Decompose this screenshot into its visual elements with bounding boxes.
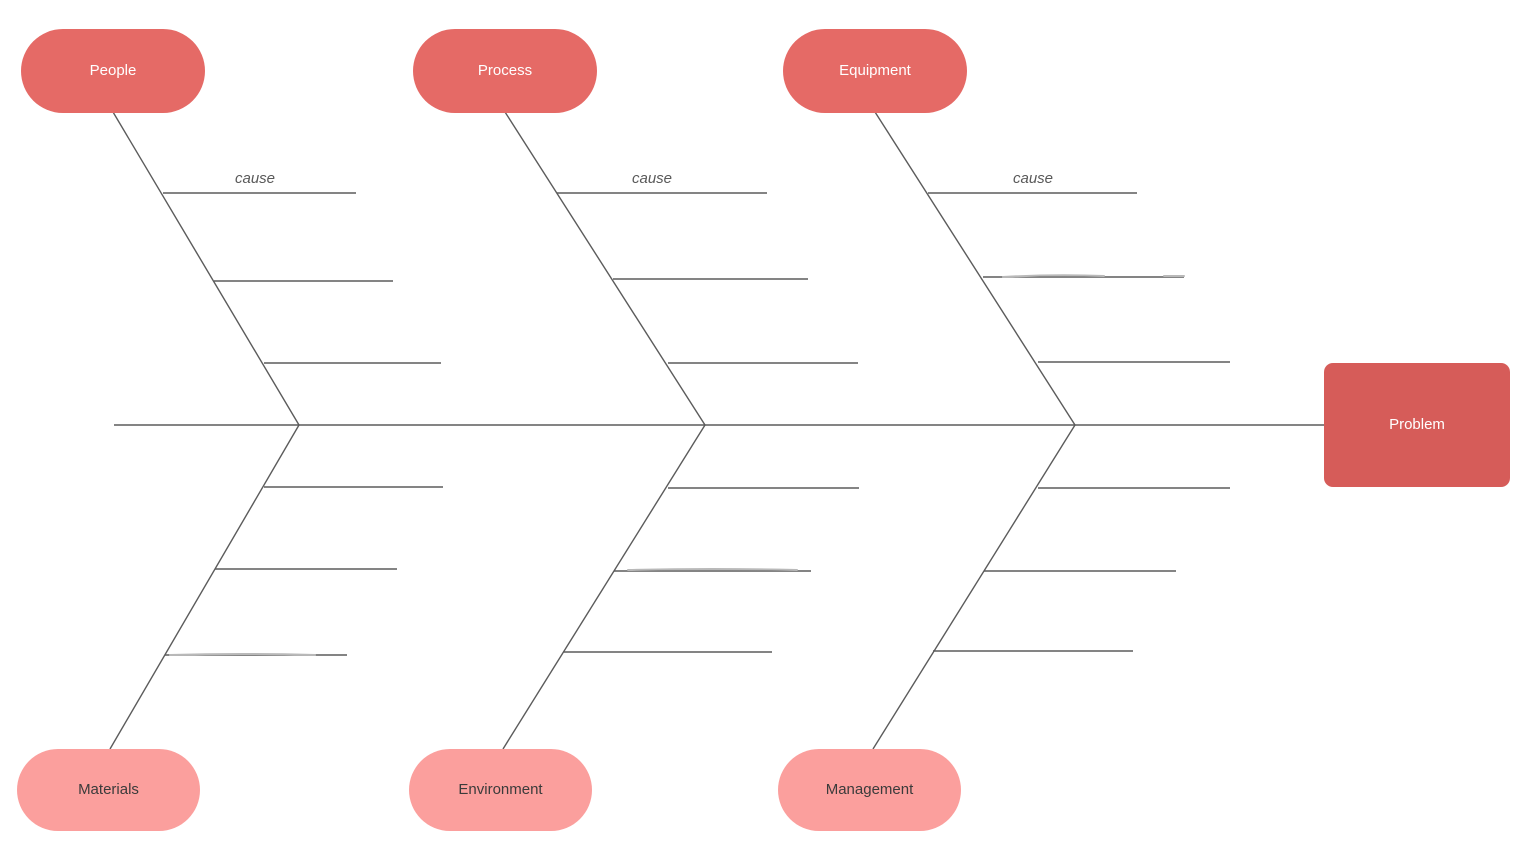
cause-label-equipment: cause [1012,170,1054,187]
branch-management-ribs [933,487,1230,652]
category-label-environment: Environment [458,781,543,798]
branch-management-line [872,424,1076,750]
problem-label: Problem [1389,416,1445,433]
category-label-equipment: Equipment [839,62,911,79]
category-label-people: People [89,62,137,79]
category-label-management: Management [825,781,914,798]
branch-environment-ribs [563,487,859,653]
branch-materials-ribs [165,486,443,656]
category-node-equipment[interactable]: Equipment [783,29,967,113]
category-node-materials[interactable]: Materials [17,749,200,831]
branch-people-line [112,111,300,426]
branch-environment-line [502,424,706,750]
category-node-people[interactable]: People [21,29,205,113]
branch-process-line [504,111,706,426]
category-node-environment[interactable]: Environment [409,749,592,831]
branch-people-ribs [163,192,441,364]
cause-label-process: cause [631,170,673,187]
cause-label-people: cause [234,170,276,187]
category-label-process: Process [477,62,533,79]
category-node-process[interactable]: Process [413,29,597,113]
branch-equipment-line [874,111,1076,426]
branch-process-ribs [557,192,858,364]
branch-equipment-ribs [928,192,1230,363]
category-node-management[interactable]: Management [778,749,961,831]
branch-materials-line [109,424,300,750]
category-label-materials: Materials [78,781,139,798]
problem-node[interactable]: Problem [1324,363,1510,487]
